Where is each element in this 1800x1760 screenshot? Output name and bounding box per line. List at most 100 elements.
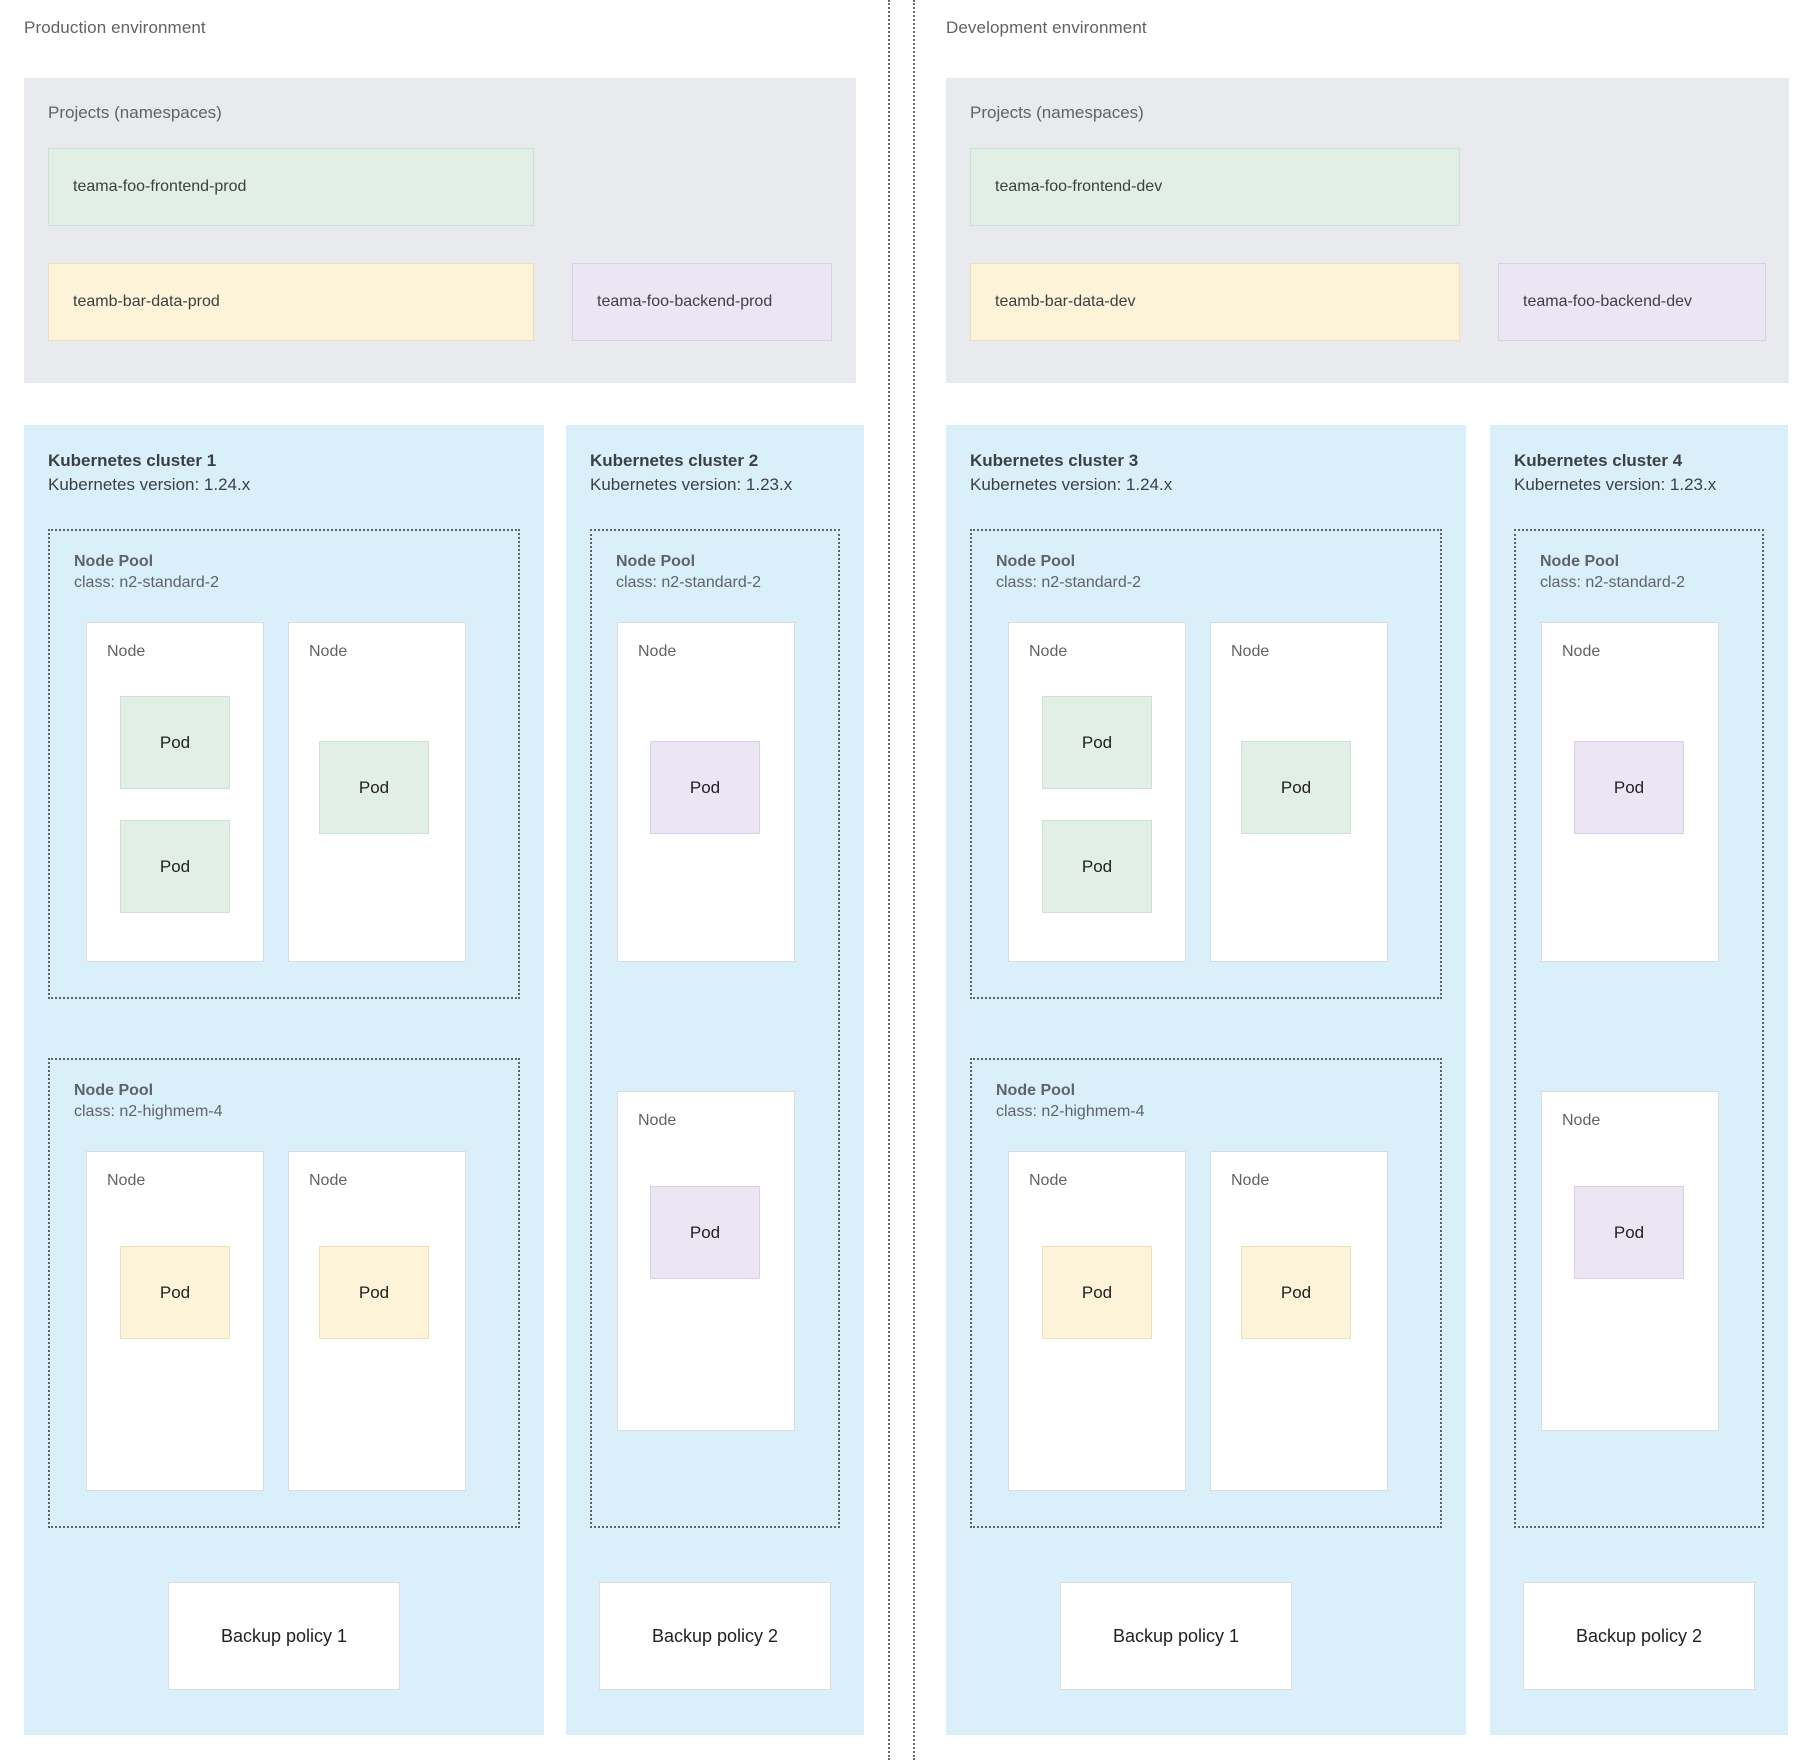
pod-label: Pod xyxy=(1280,777,1312,797)
node-label: Node xyxy=(1562,1112,1601,1129)
node-pool-class: class: n2-standard-2 xyxy=(616,574,761,591)
node-pool[interactable]: Node Pool class: n2-highmem-4 Node Pod N… xyxy=(48,1058,520,1528)
node[interactable]: Node Pod xyxy=(1541,622,1719,962)
kubernetes-cluster-panel[interactable]: Kubernetes cluster 3 Kubernetes version:… xyxy=(946,425,1466,1735)
backup-policy-label: Backup policy 1 xyxy=(1112,1625,1240,1646)
pod[interactable]: Pod xyxy=(1042,820,1152,913)
environment-title: Development environment xyxy=(946,18,1147,37)
node-pool[interactable]: Node Pool class: n2-standard-2 Node Pod … xyxy=(1514,529,1764,1528)
pod-label: Pod xyxy=(159,856,191,876)
cluster-version: Kubernetes version: 1.23.x xyxy=(1514,475,1717,494)
pod[interactable]: Pod xyxy=(120,1246,230,1339)
environment-title: Production environment xyxy=(24,18,206,37)
node-pool-class: class: n2-highmem-4 xyxy=(74,1103,223,1120)
backup-policy[interactable]: Backup policy 1 xyxy=(1060,1582,1292,1690)
kubernetes-cluster-panel[interactable]: Kubernetes cluster 1 Kubernetes version:… xyxy=(24,425,544,1735)
pod[interactable]: Pod xyxy=(650,1186,760,1279)
node-pool-class: class: n2-highmem-4 xyxy=(996,1103,1145,1120)
node[interactable]: Node Pod xyxy=(288,622,466,962)
node[interactable]: Node Pod xyxy=(288,1151,466,1491)
environment-divider-left xyxy=(888,0,890,1760)
namespace-chip[interactable]: teama-foo-frontend-prod xyxy=(48,148,534,226)
namespace-chip[interactable]: teamb-bar-data-prod xyxy=(48,263,534,341)
pod-label: Pod xyxy=(689,1222,721,1242)
backup-policy[interactable]: Backup policy 1 xyxy=(168,1582,400,1690)
projects-label: Projects (namespaces) xyxy=(970,103,1144,122)
node-pool-title: Node Pool xyxy=(996,1082,1076,1099)
node[interactable]: Node Pod xyxy=(617,622,795,962)
node-label: Node xyxy=(107,643,146,660)
namespace-label: teama-foo-frontend-dev xyxy=(995,178,1163,195)
backup-policy-label: Backup policy 2 xyxy=(1575,1625,1703,1646)
node[interactable]: Node Pod xyxy=(86,1151,264,1491)
pod-label: Pod xyxy=(159,732,191,752)
projects-panel: Projects (namespaces) teama-foo-frontend… xyxy=(946,78,1789,383)
pod-label: Pod xyxy=(358,1282,390,1302)
node-pool-title: Node Pool xyxy=(1540,553,1620,570)
backup-policy[interactable]: Backup policy 2 xyxy=(1523,1582,1755,1690)
environment-production: Production environment Projects (namespa… xyxy=(0,0,888,1760)
node-pool[interactable]: Node Pool class: n2-highmem-4 Node Pod N… xyxy=(970,1058,1442,1528)
cluster-title: Kubernetes cluster 2 xyxy=(590,451,759,470)
environment-divider-right xyxy=(913,0,915,1760)
node-label: Node xyxy=(638,643,677,660)
projects-label: Projects (namespaces) xyxy=(48,103,222,122)
node-pool-title: Node Pool xyxy=(996,553,1076,570)
backup-policy-label: Backup policy 1 xyxy=(220,1625,348,1646)
node-pool[interactable]: Node Pool class: n2-standard-2 Node Pod … xyxy=(970,529,1442,999)
pod[interactable]: Pod xyxy=(1042,1246,1152,1339)
namespace-label: teama-foo-backend-dev xyxy=(1523,293,1692,310)
node-label: Node xyxy=(1029,643,1068,660)
pod[interactable]: Pod xyxy=(319,741,429,834)
node-label: Node xyxy=(638,1112,677,1129)
node[interactable]: Node Pod xyxy=(1541,1091,1719,1431)
pod[interactable]: Pod xyxy=(1042,696,1152,789)
node[interactable]: Node Pod Pod xyxy=(86,622,264,962)
namespace-chip[interactable]: teama-foo-frontend-dev xyxy=(970,148,1460,226)
node[interactable]: Node Pod xyxy=(1008,1151,1186,1491)
pod[interactable]: Pod xyxy=(120,820,230,913)
node-pool-title: Node Pool xyxy=(74,1082,154,1099)
node-label: Node xyxy=(309,1172,348,1189)
namespace-chip[interactable]: teamb-bar-data-dev xyxy=(970,263,1460,341)
pod-label: Pod xyxy=(1613,777,1645,797)
cluster-version: Kubernetes version: 1.23.x xyxy=(590,475,793,494)
node-label: Node xyxy=(309,643,348,660)
node[interactable]: Node Pod xyxy=(1210,622,1388,962)
node-pool-class: class: n2-standard-2 xyxy=(1540,574,1685,591)
kubernetes-cluster-panel[interactable]: Kubernetes cluster 2 Kubernetes version:… xyxy=(566,425,864,1735)
backup-policy-label: Backup policy 2 xyxy=(651,1625,779,1646)
namespace-chip[interactable]: teama-foo-backend-dev xyxy=(1498,263,1766,341)
pod-label: Pod xyxy=(1081,856,1113,876)
pod[interactable]: Pod xyxy=(120,696,230,789)
node[interactable]: Node Pod xyxy=(617,1091,795,1431)
namespace-label: teamb-bar-data-prod xyxy=(73,293,220,310)
pod[interactable]: Pod xyxy=(1574,1186,1684,1279)
namespace-chip[interactable]: teama-foo-backend-prod xyxy=(572,263,832,341)
node-label: Node xyxy=(1029,1172,1068,1189)
node-pool-class: class: n2-standard-2 xyxy=(74,574,219,591)
node-pool[interactable]: Node Pool class: n2-standard-2 Node Pod … xyxy=(48,529,520,999)
pod[interactable]: Pod xyxy=(650,741,760,834)
cluster-title: Kubernetes cluster 4 xyxy=(1514,451,1683,470)
namespace-label: teama-foo-frontend-prod xyxy=(73,178,247,195)
pod[interactable]: Pod xyxy=(1574,741,1684,834)
pod[interactable]: Pod xyxy=(319,1246,429,1339)
cluster-title: Kubernetes cluster 3 xyxy=(970,451,1139,470)
node[interactable]: Node Pod xyxy=(1210,1151,1388,1491)
node-label: Node xyxy=(1231,643,1270,660)
node-label: Node xyxy=(1231,1172,1270,1189)
cluster-title: Kubernetes cluster 1 xyxy=(48,451,217,470)
pod[interactable]: Pod xyxy=(1241,741,1351,834)
node-label: Node xyxy=(107,1172,146,1189)
pod-label: Pod xyxy=(159,1282,191,1302)
backup-policy[interactable]: Backup policy 2 xyxy=(599,1582,831,1690)
cluster-version: Kubernetes version: 1.24.x xyxy=(48,475,251,494)
pod-label: Pod xyxy=(1280,1282,1312,1302)
pod-label: Pod xyxy=(689,777,721,797)
pod[interactable]: Pod xyxy=(1241,1246,1351,1339)
node-pool[interactable]: Node Pool class: n2-standard-2 Node Pod … xyxy=(590,529,840,1528)
node[interactable]: Node Pod Pod xyxy=(1008,622,1186,962)
namespace-label: teama-foo-backend-prod xyxy=(597,293,773,310)
kubernetes-cluster-panel[interactable]: Kubernetes cluster 4 Kubernetes version:… xyxy=(1490,425,1788,1735)
